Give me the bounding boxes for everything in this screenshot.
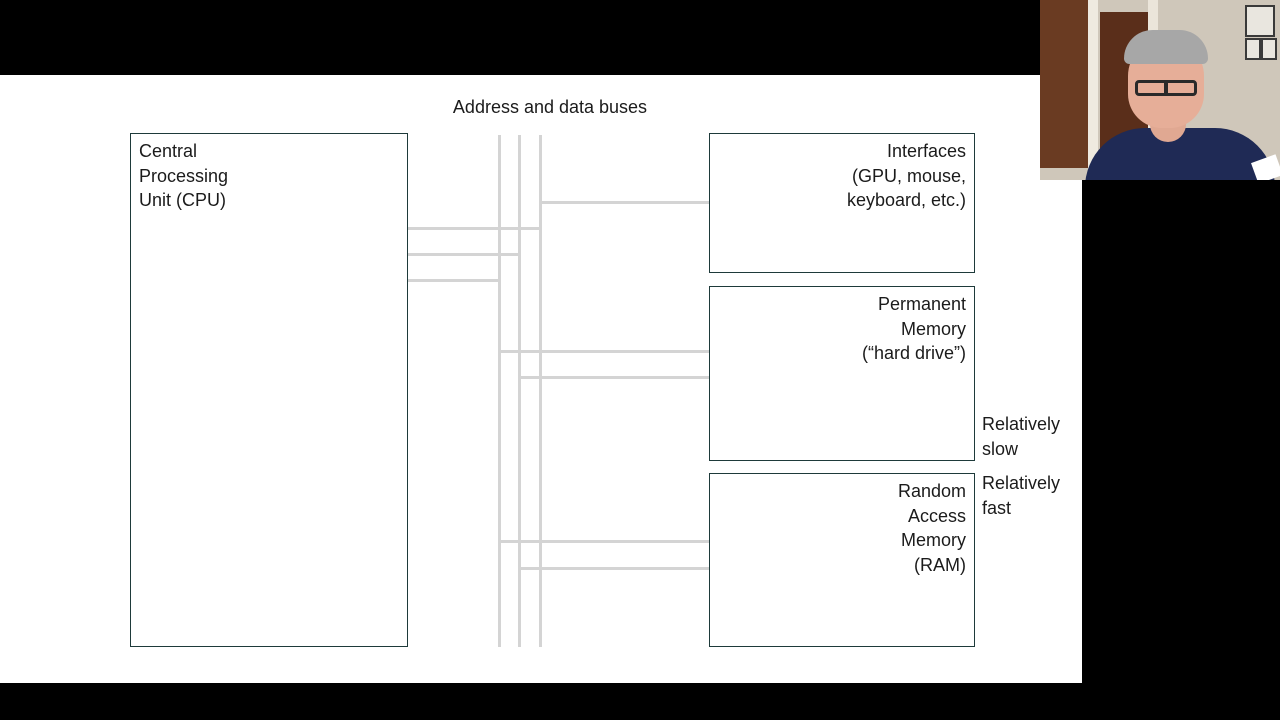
door-graphic: [1040, 0, 1095, 168]
interfaces-bus-connector: [539, 201, 710, 204]
picture-frame: [1261, 38, 1277, 60]
ram-bus-connector-2: [518, 567, 710, 570]
slide: Address and data buses Central Processin…: [0, 75, 1082, 683]
relatively-slow-label: Relatively slow: [982, 414, 1061, 459]
storage-bus-connector-2: [518, 376, 710, 379]
ram-bus-connector-1: [498, 540, 710, 543]
ram-box: Random Access Memory (RAM): [709, 473, 975, 647]
cpu-bus-connector-3: [407, 279, 501, 282]
cpu-bus-connector-2: [407, 253, 521, 256]
picture-frame: [1245, 38, 1261, 60]
storage-bus-connector-1: [498, 350, 710, 353]
bus-line-2: [518, 135, 521, 647]
relatively-fast-label: Relatively fast: [982, 473, 1061, 518]
cpu-box: Central Processing Unit (CPU): [130, 133, 408, 647]
presenter-webcam: [1040, 0, 1280, 180]
cpu-bus-connector-1: [407, 227, 542, 230]
bus-line-1: [498, 135, 501, 647]
picture-frame: [1245, 5, 1275, 37]
permanent-memory-label: Permanent Memory (“hard drive”): [861, 294, 966, 363]
permanent-memory-box: Permanent Memory (“hard drive”): [709, 286, 975, 461]
interfaces-label: Interfaces (GPU, mouse, keyboard, etc.): [846, 141, 966, 210]
ram-label: Random Access Memory (RAM): [897, 481, 966, 575]
diagram-title: Address and data buses: [452, 97, 648, 117]
cpu-label: Central Processing Unit (CPU): [139, 141, 229, 210]
bus-line-3: [539, 135, 542, 647]
interfaces-box: Interfaces (GPU, mouse, keyboard, etc.): [709, 133, 975, 273]
